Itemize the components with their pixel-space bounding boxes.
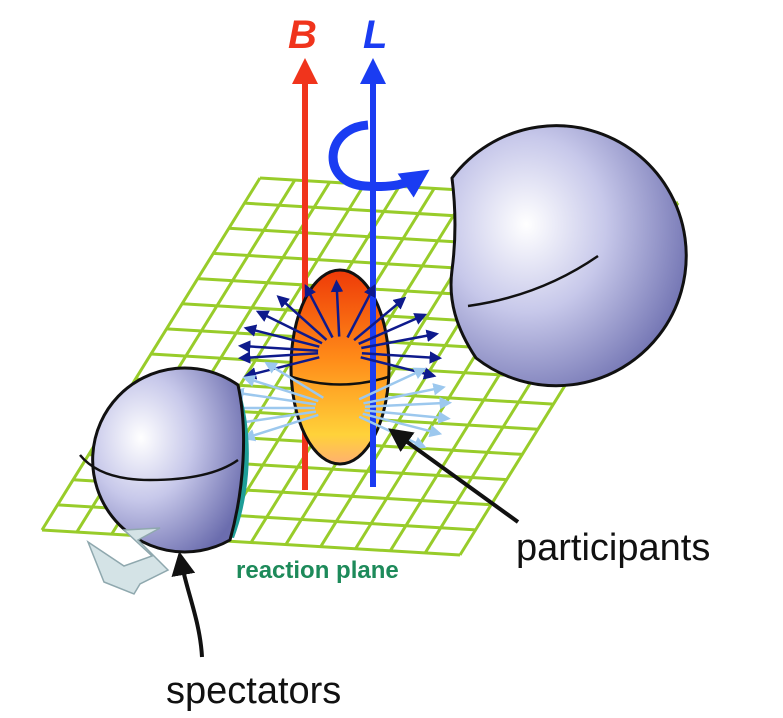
participants-label: participants: [516, 527, 710, 569]
l-axis-label: L: [363, 13, 387, 57]
flow-arrow: [363, 383, 446, 405]
flow-arrow: [304, 283, 334, 339]
flow-arrow: [243, 324, 320, 348]
l-axis: [328, 58, 430, 487]
spectator-left: [79, 366, 249, 595]
flow-arrow: [364, 396, 453, 410]
spectator-right: [449, 124, 688, 388]
flow-arrow: [264, 361, 324, 399]
participants-pointer: [388, 428, 520, 524]
flow-arrow: [361, 329, 440, 350]
l-axis-arrowhead-icon: [360, 58, 386, 84]
flow-arrow: [237, 340, 319, 353]
grid-line: [41, 528, 461, 557]
flow-arrow: [242, 374, 319, 403]
spectator-left-sphere: [91, 366, 246, 554]
participants-equator: [291, 375, 389, 386]
flow-arrow: [362, 412, 443, 438]
spectators-pointer: [171, 551, 204, 658]
flow-arrow: [361, 351, 443, 364]
flow-arrow: [358, 367, 427, 401]
flow-arrow: [358, 313, 428, 345]
rotation-icon: [328, 120, 430, 198]
flow-arrow: [255, 310, 323, 345]
flow-arrow: [231, 387, 317, 406]
flow-arrow: [346, 283, 376, 339]
spectators-label: spectators: [166, 670, 341, 712]
flow-arrow: [276, 295, 328, 341]
spectator-right-equator: [467, 254, 599, 308]
b-axis-arrowhead-icon: [292, 58, 318, 84]
spectator-right-sphere: [449, 124, 688, 388]
flow-arrow: [353, 296, 407, 342]
b-axis-label: B: [288, 13, 317, 57]
flow-arrow: [231, 410, 317, 429]
flow-arrow: [330, 279, 344, 337]
flow-arrow: [243, 356, 320, 380]
flow-arrow: [242, 413, 319, 442]
spectator-left-equator: [79, 454, 239, 482]
flow-arrow: [364, 409, 451, 424]
spectator-left-motion-arrow: [86, 527, 170, 595]
flow-arrow: [237, 351, 319, 364]
reaction-plane-label: reaction plane: [236, 557, 399, 584]
